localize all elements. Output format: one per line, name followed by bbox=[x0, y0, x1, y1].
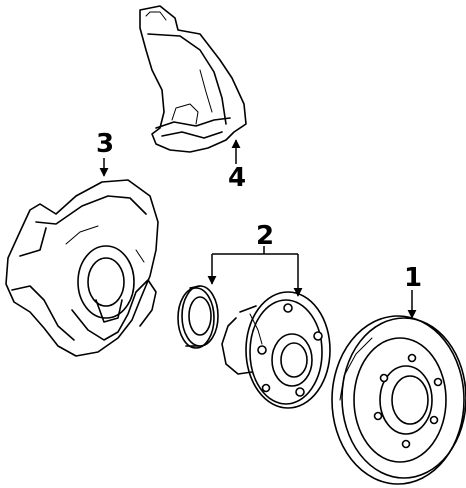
callout-4: 4 bbox=[228, 163, 246, 193]
wheel-hub-part bbox=[221, 291, 331, 409]
leader-lines bbox=[99, 139, 417, 319]
splash-shield-part bbox=[5, 179, 159, 357]
bearing-seal-part bbox=[177, 285, 219, 349]
callout-1: 1 bbox=[404, 263, 422, 293]
brake-rotor-part bbox=[331, 315, 466, 485]
upper-dust-shield-part bbox=[139, 5, 247, 153]
callout-2: 2 bbox=[256, 221, 274, 251]
callout-3: 3 bbox=[96, 129, 114, 159]
